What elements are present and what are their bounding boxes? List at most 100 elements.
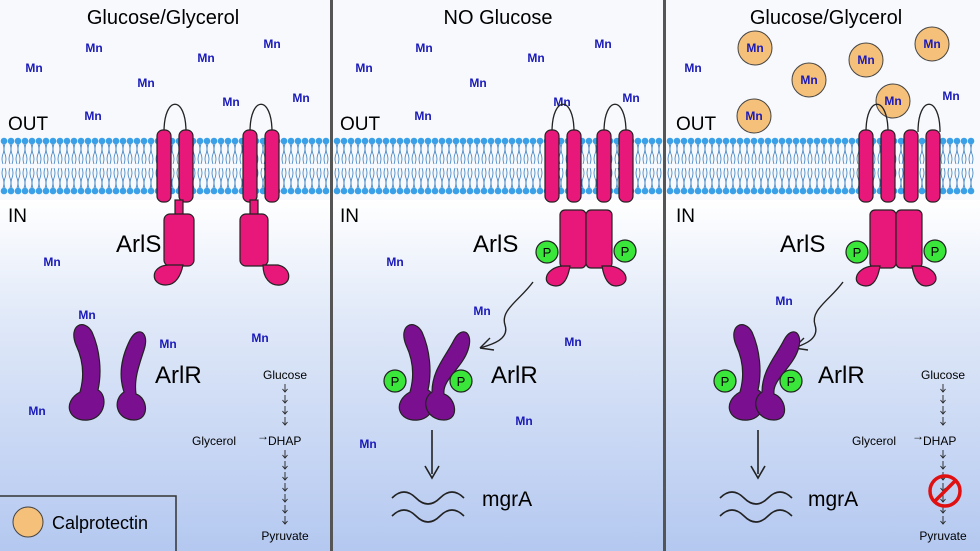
pathway-glucose: Glucose	[921, 368, 965, 382]
pathway-step-arrowhead	[940, 520, 946, 525]
phosphate-group: P	[779, 369, 803, 393]
phosphate-group: P	[535, 240, 559, 264]
manganese-ion: Mn	[197, 51, 214, 65]
pathway-step-arrowhead	[940, 399, 946, 404]
manganese-ion: Mn	[263, 37, 280, 51]
manganese-ion: Mn	[355, 61, 372, 75]
arls-label: ArlS	[116, 231, 161, 258]
arlr-dimer	[398, 324, 471, 421]
panel-1-title: Glucose/Glycerol	[87, 7, 239, 29]
arlr-monomer	[116, 331, 147, 421]
svg-text:P: P	[621, 244, 630, 259]
svg-text:Mn: Mn	[746, 41, 763, 55]
svg-text:P: P	[391, 374, 400, 389]
svg-text:P: P	[721, 374, 730, 389]
phosphotransfer-arrow	[793, 281, 844, 349]
manganese-ion: Mn	[251, 331, 268, 345]
out-label: OUT	[676, 114, 717, 135]
calprotectin-bound-manganese: Mn	[737, 30, 773, 66]
phosphotransfer-arrow	[479, 281, 534, 349]
arls-label: ArlS	[473, 231, 518, 258]
manganese-ion: Mn	[222, 95, 239, 109]
svg-text:Mn: Mn	[745, 109, 762, 123]
manganese-ion: Mn	[775, 294, 792, 308]
manganese-ion: Mn	[594, 37, 611, 51]
pathway-arrow-steps	[940, 384, 946, 426]
pathway-step-arrowhead	[282, 476, 288, 481]
pathway-glycerol: Glycerol	[852, 434, 896, 448]
legend: Calprotectin	[0, 495, 177, 551]
phosphate-group: P	[613, 239, 637, 263]
out-label: OUT	[340, 114, 381, 135]
arlr-label: ArlR	[155, 362, 202, 389]
in-label: IN	[340, 206, 359, 227]
manganese-ion: Mn	[78, 308, 95, 322]
pathway-pyruvate: Pyruvate	[919, 529, 967, 543]
calprotectin-bound-manganese: Mn	[791, 62, 827, 98]
legend-label: Calprotectin	[52, 513, 148, 533]
pathway-step-arrowhead	[282, 410, 288, 415]
manganese-ion: Mn	[137, 76, 154, 90]
manganese-ion: Mn	[515, 414, 532, 428]
panel-3-title: Glucose/Glycerol	[750, 7, 902, 29]
panel-divider	[663, 0, 666, 551]
pathway-branch-arrow: →	[257, 429, 269, 443]
manganese-ion: Mn	[942, 89, 959, 103]
pathway-dhap: DHAP	[923, 434, 956, 448]
manganese-ions: Mn Mn Mn Mn Mn Mn Mn Mn Mn Mn Mn Mn Mn M…	[25, 37, 959, 451]
pathway-step-arrowhead	[940, 410, 946, 415]
arlr-label: ArlR	[491, 362, 538, 389]
svg-text:P: P	[543, 245, 552, 260]
manganese-ion: Mn	[469, 76, 486, 90]
phosphate-group: P	[713, 369, 737, 393]
manganese-ion: Mn	[622, 91, 639, 105]
pathway-step-arrowhead	[282, 454, 288, 459]
dna-strand	[719, 491, 793, 523]
calprotectin-bound-manganese: Mn	[914, 26, 950, 62]
pathway-step-arrowhead	[940, 465, 946, 470]
phosphotransfer-arrowhead	[479, 337, 495, 351]
activation-arrowhead	[424, 465, 440, 480]
manganese-ion: Mn	[84, 109, 101, 123]
svg-text:Mn: Mn	[857, 53, 874, 67]
manganese-ion: Mn	[359, 437, 376, 451]
activation-arrowhead	[750, 465, 766, 480]
manganese-ion: Mn	[527, 51, 544, 65]
calprotectin-legend-swatch	[12, 506, 44, 538]
pathway-step-arrowhead	[940, 454, 946, 459]
manganese-ion: Mn	[159, 337, 176, 351]
glycolysis-pathway: Glucose Glycerol → DHAP Pyruvate	[852, 368, 967, 543]
svg-text:Mn: Mn	[884, 94, 901, 108]
manganese-ion: Mn	[28, 404, 45, 418]
phosphate-group: P	[449, 369, 473, 393]
manganese-ion: Mn	[684, 61, 701, 75]
pathway-branch-arrow: →	[912, 429, 924, 443]
dna-strand	[391, 491, 465, 523]
pathway-arrow-steps	[940, 450, 946, 525]
arlr-dimer	[728, 324, 801, 421]
pathway-arrow-steps	[282, 450, 288, 525]
pathway-step-arrowhead	[940, 421, 946, 426]
svg-text:P: P	[787, 374, 796, 389]
manganese-ion: Mn	[414, 109, 431, 123]
svg-text:Mn: Mn	[800, 73, 817, 87]
in-label: IN	[8, 206, 27, 227]
pathway-pyruvate: Pyruvate	[261, 529, 309, 543]
glycolysis-pathway: Glucose Glycerol → DHAP Pyruvate	[192, 368, 309, 543]
calprotectin-complexes: Mn Mn Mn Mn Mn Mn	[736, 26, 950, 134]
arls-label: ArlS	[780, 231, 825, 258]
svg-text:P: P	[931, 244, 940, 259]
pathway-glycerol: Glycerol	[192, 434, 236, 448]
manganese-ion: Mn	[386, 255, 403, 269]
pathway-glucose: Glucose	[263, 368, 307, 382]
manganese-ion: Mn	[43, 255, 60, 269]
arlr-label: ArlR	[818, 362, 865, 389]
arls-monomer	[239, 103, 290, 286]
manganese-ion: Mn	[564, 335, 581, 349]
manganese-ion: Mn	[85, 41, 102, 55]
svg-text:P: P	[853, 245, 862, 260]
pathway-step-arrowhead	[282, 399, 288, 404]
pathway-step-arrowhead	[940, 388, 946, 393]
pathway-dhap: DHAP	[268, 434, 301, 448]
